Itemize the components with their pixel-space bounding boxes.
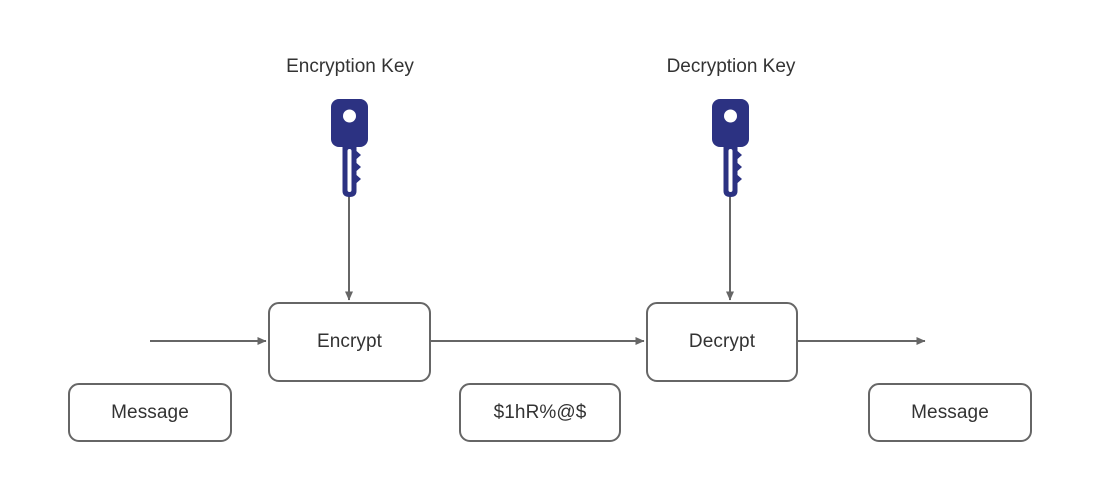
encryption-key-label: Encryption Key (286, 56, 414, 77)
encryption-key-icon (330, 99, 370, 198)
decrypt-node[interactable]: Decrypt (646, 302, 798, 382)
encrypt-node[interactable]: Encrypt (268, 302, 431, 382)
message-input-node[interactable]: Message (68, 383, 232, 442)
ciphertext-node[interactable]: $1hR%@$ (459, 383, 621, 442)
decryption-key-icon (711, 99, 751, 198)
decryption-key-label: Decryption Key (666, 56, 796, 77)
message-output-node[interactable]: Message (868, 383, 1032, 442)
